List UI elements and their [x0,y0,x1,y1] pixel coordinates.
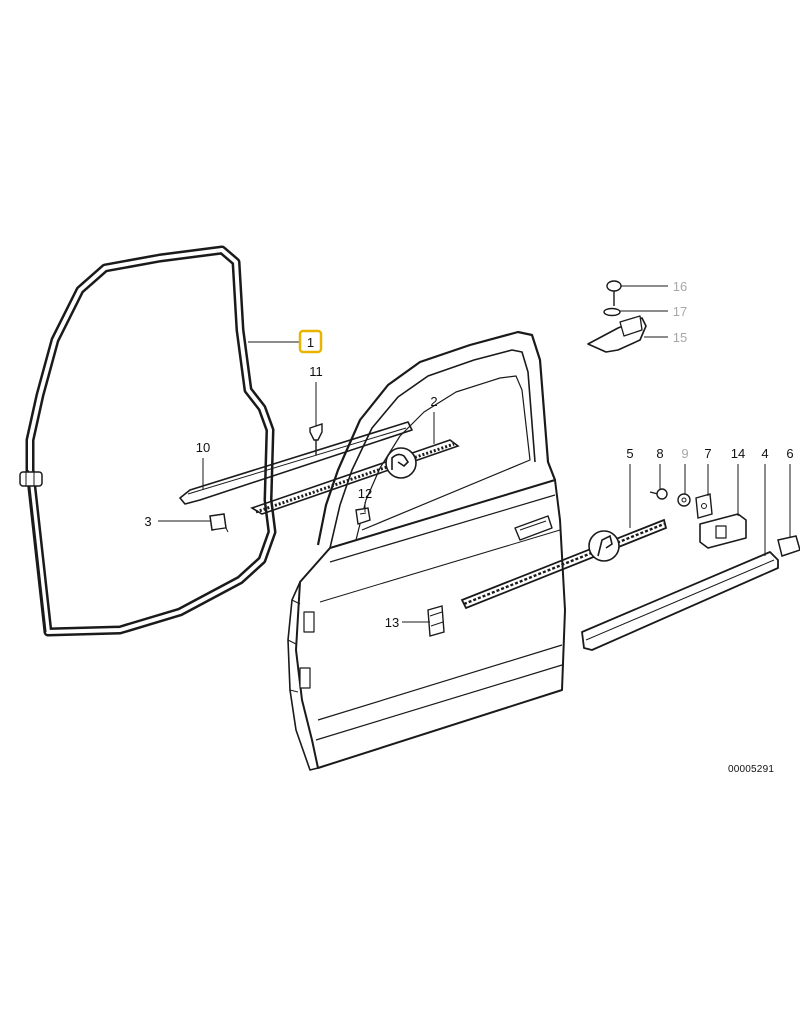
bracket-part-14 [699,513,747,549]
moulding-strip-part-4 [581,551,779,651]
screw-part-8 [649,488,668,500]
clip-part-3 [209,513,229,533]
diagram-number: 00005291 [728,764,775,775]
door-seal-part-1 [19,245,277,637]
callout-13[interactable]: 13 [385,615,399,630]
washer-part-9 [677,493,691,507]
callout-8[interactable]: 8 [656,446,663,461]
callout-1-highlight-box [298,329,323,354]
door-panel [287,330,566,771]
clip-part-13 [427,605,445,637]
moulding-profile-detail-icon [588,530,620,562]
callout-2[interactable]: 2 [430,394,437,409]
strip-profile-detail-icon [385,447,417,479]
callout-1[interactable]: 1 [298,329,323,354]
callout-16[interactable]: 16 [673,279,687,294]
nut-clip-part-7 [695,493,713,519]
callout-3[interactable]: 3 [144,514,151,529]
clip-part-11 [309,423,323,455]
callout-11[interactable]: 11 [309,364,323,379]
callout-17[interactable]: 17 [673,304,687,319]
callout-7[interactable]: 7 [704,446,711,461]
callout-9[interactable]: 9 [681,446,688,461]
window-strip-part-2 [250,439,460,515]
clip-part-12 [355,507,371,525]
callout-10[interactable]: 10 [196,440,210,455]
callout-1-label: 1 [307,335,314,350]
bracket-assembly-15-16-17 [587,280,647,353]
end-cap-part-6 [777,535,800,557]
callout-12[interactable]: 12 [358,486,372,501]
callout-5[interactable]: 5 [626,446,633,461]
callout-15[interactable]: 15 [673,330,687,345]
window-felt-part-10 [179,421,413,505]
callout-14[interactable]: 14 [731,446,745,461]
callout-6[interactable]: 6 [786,446,793,461]
callout-4[interactable]: 4 [761,446,768,461]
leader-lines [158,285,791,623]
